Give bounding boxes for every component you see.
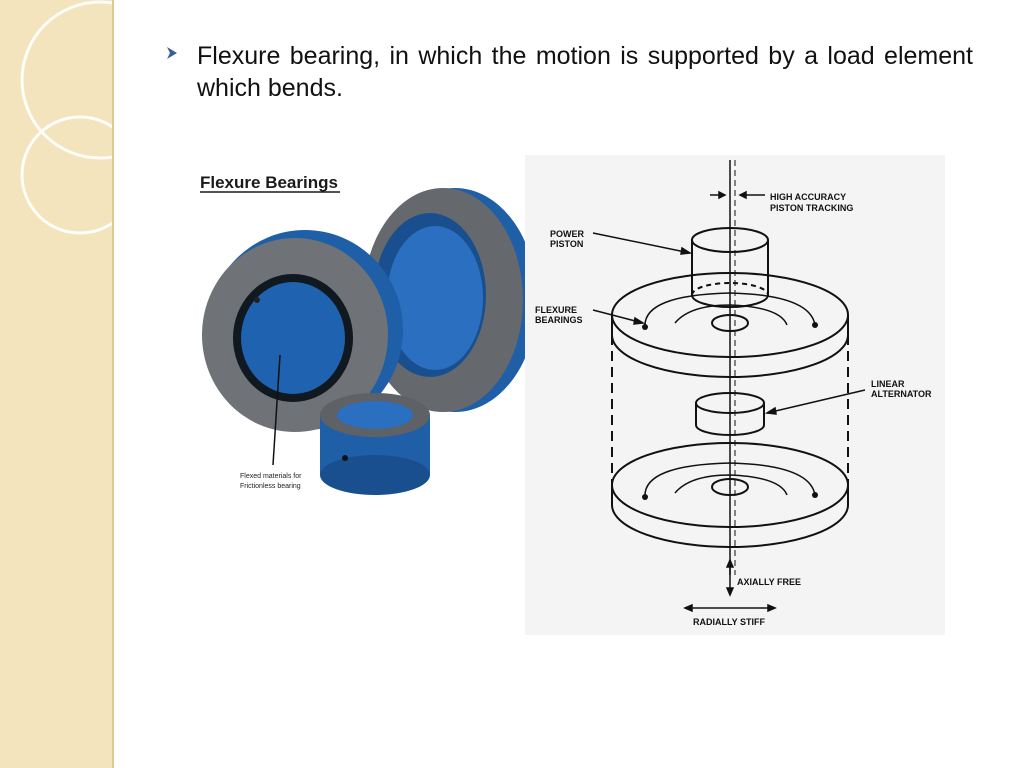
flexure-bearings-photo: Flexure Bearings Flexed materials for Fr… (200, 173, 530, 495)
bullet-text: Flexure bearing, in which the motion is … (197, 42, 973, 102)
small-bearing (320, 393, 430, 495)
label-linear-1: LINEAR (871, 379, 905, 389)
label-power-2: PISTON (550, 239, 583, 249)
photo-title: Flexure Bearings (200, 173, 338, 192)
decorative-circles (20, 0, 112, 235)
arrow-bullet-icon (167, 47, 177, 59)
label-radially-stiff: RADIALLY STIFF (693, 617, 766, 627)
photo-caption-line1: Flexed materials for (240, 473, 302, 480)
label-flexure-2: BEARINGS (535, 315, 583, 325)
label-axially-free: AXIALLY FREE (737, 577, 801, 587)
bullet-point: Flexure bearing, in which the motion is … (165, 40, 973, 104)
photo-caption-line2: Frictionless bearing (240, 483, 301, 490)
label-high-accuracy-1: HIGH ACCURACY (770, 192, 846, 202)
decorative-side-band (0, 0, 114, 768)
label-power-1: POWER (550, 229, 585, 239)
medium-bearing (202, 230, 403, 432)
label-high-accuracy-2: PISTON TRACKING (770, 203, 853, 213)
label-linear-2: ALTERNATOR (871, 389, 932, 399)
flexure-bearing-diagram: HIGH ACCURACY PISTON TRACKING POWER PIST… (525, 155, 945, 635)
label-flexure-1: FLEXURE (535, 305, 577, 315)
